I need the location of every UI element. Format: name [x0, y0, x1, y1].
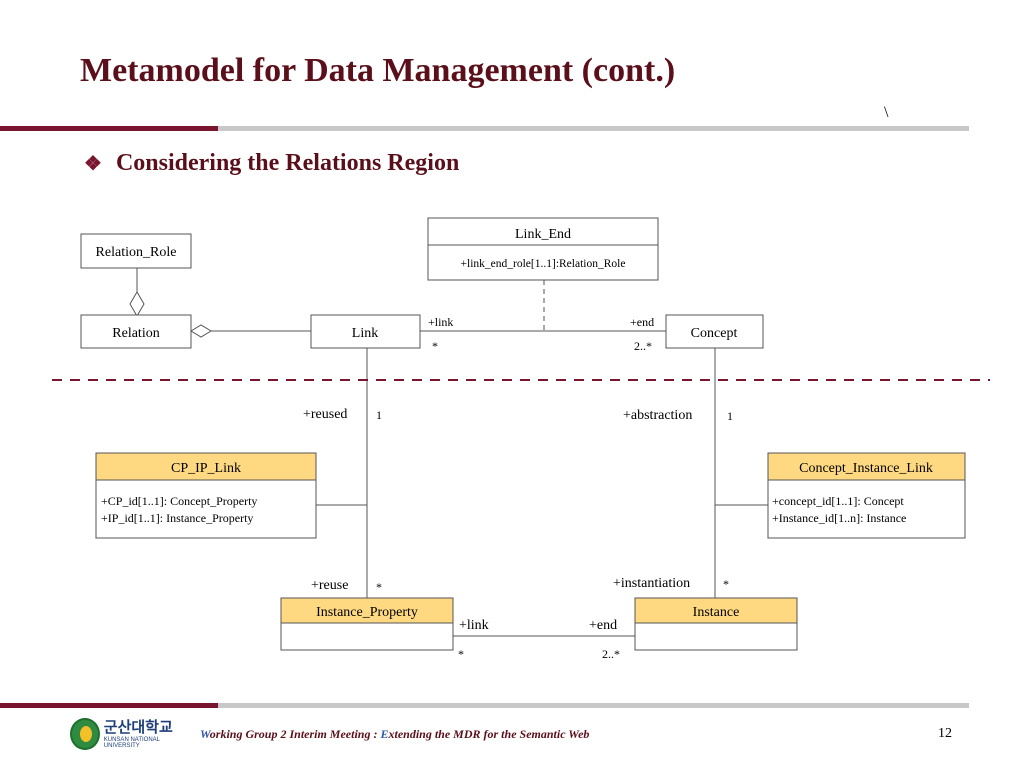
- title-underline-accent: [0, 126, 218, 131]
- mult-reuse: *: [376, 580, 382, 594]
- role-reuse: +reuse: [311, 578, 348, 593]
- title-underline: [218, 126, 969, 131]
- class-relation-label: Relation: [112, 326, 159, 341]
- footer-rule-accent: [0, 703, 218, 708]
- class-concept-instance-link-attr1: +concept_id[1..1]: Concept: [772, 494, 904, 508]
- class-concept: [665, 314, 764, 349]
- class-concept-instance-link-attr2: +Instance_id[1..n]: Instance: [772, 511, 906, 525]
- class-relation-role: [80, 233, 192, 269]
- role-top-link: +link: [428, 315, 453, 329]
- logo-korean-text: 군산대학교: [103, 717, 173, 736]
- role-top-end: +end: [630, 315, 654, 329]
- class-concept-label: Concept: [691, 326, 738, 341]
- class-link: [310, 314, 421, 349]
- class-relation: [80, 314, 192, 349]
- class-instance-property-label: Instance_Property: [316, 605, 418, 620]
- university-logo: 군산대학교 KUNSAN NATIONAL UNIVERSITY: [70, 716, 190, 752]
- aggregation-diamond-role: [129, 291, 145, 317]
- class-cp-ip-link-attr2: +IP_id[1..1]: Instance_Property: [101, 511, 253, 525]
- bullet-text: Considering the Relations Region: [115, 150, 460, 176]
- class-link-end-attribute: +link_end_role[1..1]:Relation_Role: [461, 258, 626, 270]
- class-relation-role-label: Relation_Role: [96, 245, 177, 260]
- class-cp-ip-link-header: [95, 452, 317, 481]
- mult-abstraction: 1: [727, 409, 733, 423]
- mult-instantiation: *: [723, 577, 729, 591]
- class-instance-header: [634, 597, 798, 624]
- mult-bottom-link: *: [458, 647, 464, 661]
- footer-part-a: orking Group 2 Interim Meeting :: [209, 727, 381, 741]
- mult-bottom-end: 2..*: [602, 647, 620, 661]
- mult-top-end: 2..*: [634, 339, 652, 353]
- footer-rule: [218, 703, 969, 708]
- role-bottom-end: +end: [589, 618, 617, 633]
- mult-top-link: *: [432, 339, 438, 353]
- diamond-bullet-icon: ❖: [84, 153, 102, 175]
- role-abstraction: +abstraction: [623, 408, 692, 423]
- mult-reused: 1: [376, 408, 382, 422]
- slide-title: Metamodel for Data Management (cont.): [80, 52, 676, 89]
- footer-w: W: [200, 727, 210, 741]
- class-instance-label: Instance: [693, 605, 740, 620]
- class-link-end-label: Link_End: [515, 227, 571, 242]
- class-concept-instance-link-label: Concept_Instance_Link: [799, 461, 933, 476]
- role-instantiation: +instantiation: [613, 576, 690, 591]
- role-reused: +reused: [303, 407, 347, 422]
- class-instance-property-header: [280, 597, 454, 624]
- corner-mark: \: [884, 104, 889, 121]
- footer-text: Working Group 2 Interim Meeting : Extend…: [200, 727, 589, 742]
- logo-english-text: KUNSAN NATIONAL UNIVERSITY: [103, 736, 160, 749]
- aggregation-diamond-link: [190, 324, 212, 338]
- role-bottom-link: +link: [459, 618, 489, 633]
- footer-part-b: xtending the MDR for the Semantic Web: [388, 727, 590, 741]
- class-cp-ip-link-attr1: +CP_id[1..1]: Concept_Property: [101, 494, 257, 508]
- page-number: 12: [938, 726, 952, 741]
- university-emblem-icon: [70, 718, 100, 750]
- footer-e: E: [380, 727, 389, 741]
- class-link-end: [427, 217, 659, 281]
- class-concept-instance-link-header: [767, 452, 966, 481]
- class-cp-ip-link-label: CP_IP_Link: [171, 461, 241, 476]
- bullet-item: ❖ Considering the Relations Region: [84, 150, 459, 177]
- class-link-label: Link: [352, 326, 378, 341]
